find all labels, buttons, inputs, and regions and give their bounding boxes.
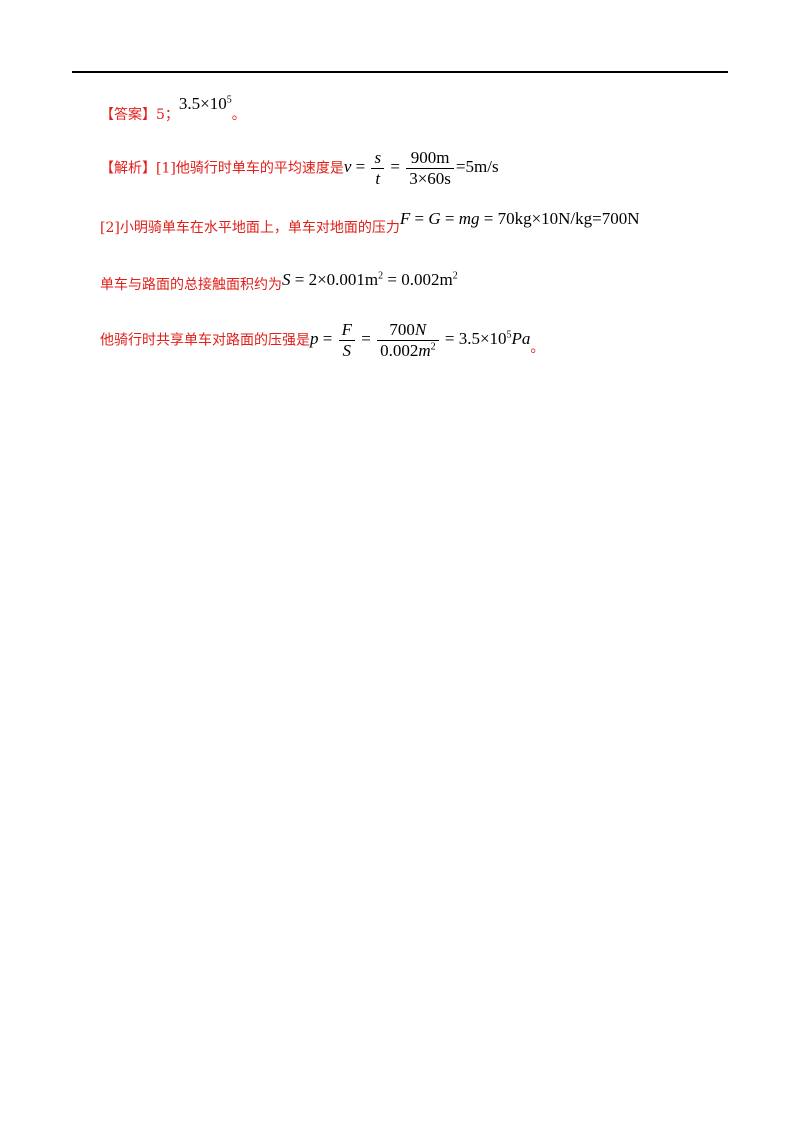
velocity-text: [1]他骑行时单车的平均速度是 [156, 160, 344, 177]
analysis-line-3: 单车与路面的总接触面积约为S = 2×0.001m2 = 0.002m2 [100, 270, 458, 294]
area-text: 单车与路面的总接触面积约为 [100, 277, 282, 293]
force-formula: F = G = mg = 70kg×10N/kg=700N [399, 209, 640, 228]
answer-value: 5； [156, 107, 179, 123]
force-text: [2]小明骑单车在水平地面上，单车对地面的压力 [100, 220, 400, 236]
analysis-line-2: [2]小明骑单车在水平地面上，单车对地面的压力F = G = mg = 70kg… [100, 209, 640, 237]
header-rule [72, 71, 728, 73]
analysis-label: 【解析】 [100, 160, 156, 177]
pressure-text: 他骑行时共享单车对路面的压强是 [100, 332, 310, 349]
answer-formula: 3.5×105 [178, 94, 232, 113]
answer-end: 。 [231, 107, 246, 123]
pressure-end: 。 [530, 340, 545, 357]
answer-line: 【答案】5；3.5×105。 [100, 94, 246, 124]
area-formula: S = 2×0.001m2 = 0.002m2 [282, 270, 458, 289]
answer-label: 【答案】 [100, 107, 156, 123]
